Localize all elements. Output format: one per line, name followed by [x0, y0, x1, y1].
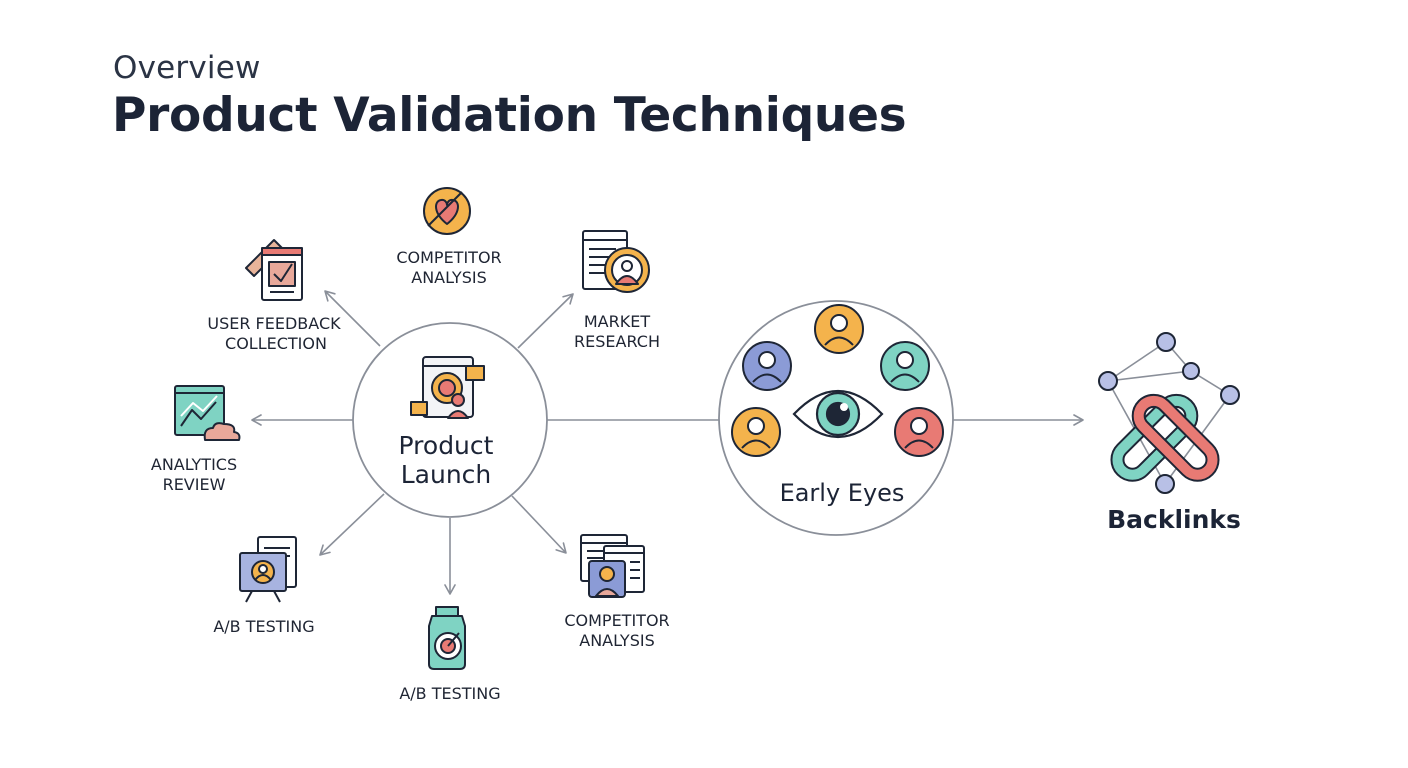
- spoke-label-line1: ANALYTICS: [151, 455, 237, 474]
- spoke-competitor-analysis-top: COMPETITOR ANALYSIS: [396, 187, 502, 287]
- analytics-chart-icon: [174, 385, 241, 441]
- product-launch-icon: [410, 356, 485, 419]
- spoke-market-research: MARKET RESEARCH: [574, 230, 660, 351]
- person-avatar-icon: [894, 407, 944, 457]
- page-title: Product Validation Techniques: [112, 88, 907, 143]
- spoke-ab-testing-bottom: A/B TESTING: [399, 606, 501, 703]
- spoke-label-line1: MARKET: [584, 312, 650, 331]
- arrow-to-competitor-lower: [511, 495, 567, 554]
- competitor-window-icon: [580, 534, 645, 598]
- spoke-label-line1: COMPETITOR: [396, 248, 501, 267]
- market-research-icon: [582, 230, 650, 293]
- spoke-arrows: [251, 290, 1084, 595]
- backlinks-label: Backlinks: [1107, 505, 1241, 534]
- hub-node: Product Launch: [352, 322, 548, 518]
- spoke-label-line2: ANALYSIS: [579, 631, 654, 650]
- spoke-label-line2: COLLECTION: [225, 334, 327, 353]
- person-avatar-icon: [814, 304, 864, 354]
- spoke-user-feedback: USER FEEDBACK COLLECTION: [207, 239, 341, 353]
- arrow-to-ab-testing-left: [319, 493, 385, 556]
- spoke-label-line1: COMPETITOR: [564, 611, 669, 630]
- arrow-to-market-research: [517, 293, 574, 349]
- spoke-label-line2: REVIEW: [163, 475, 226, 494]
- spoke-label-line1: A/B TESTING: [399, 684, 500, 703]
- early-eyes-node: Early Eyes: [718, 300, 954, 536]
- spoke-label-line2: ANALYSIS: [411, 268, 486, 287]
- person-avatar-icon: [731, 407, 781, 457]
- target-jar-icon: [428, 606, 466, 670]
- person-avatar-icon: [742, 341, 792, 391]
- chain-link-network-icon: [1098, 332, 1240, 494]
- spoke-label-line1: USER FEEDBACK: [207, 314, 341, 333]
- spoke-label-line2: RESEARCH: [574, 332, 660, 351]
- arrow-to-user-feedback: [324, 290, 381, 347]
- eye-icon: [792, 390, 884, 438]
- ab-testing-board-icon: [239, 536, 297, 603]
- feedback-form-icon: [245, 239, 303, 301]
- spoke-label-line1: A/B TESTING: [213, 617, 314, 636]
- heart-badge-icon: [423, 187, 471, 235]
- hub-label-line1: Product: [399, 431, 494, 460]
- page-eyebrow: Overview: [113, 50, 261, 86]
- spoke-analytics-review: ANALYTICS REVIEW: [151, 385, 241, 494]
- person-avatar-icon: [880, 341, 930, 391]
- backlinks-node: Backlinks: [1098, 332, 1241, 534]
- early-eyes-label: Early Eyes: [780, 479, 905, 507]
- hub-label-line2: Launch: [401, 460, 492, 489]
- spoke-competitor-analysis-bottom: COMPETITOR ANALYSIS: [564, 534, 670, 650]
- spoke-ab-testing-left: A/B TESTING: [213, 536, 315, 636]
